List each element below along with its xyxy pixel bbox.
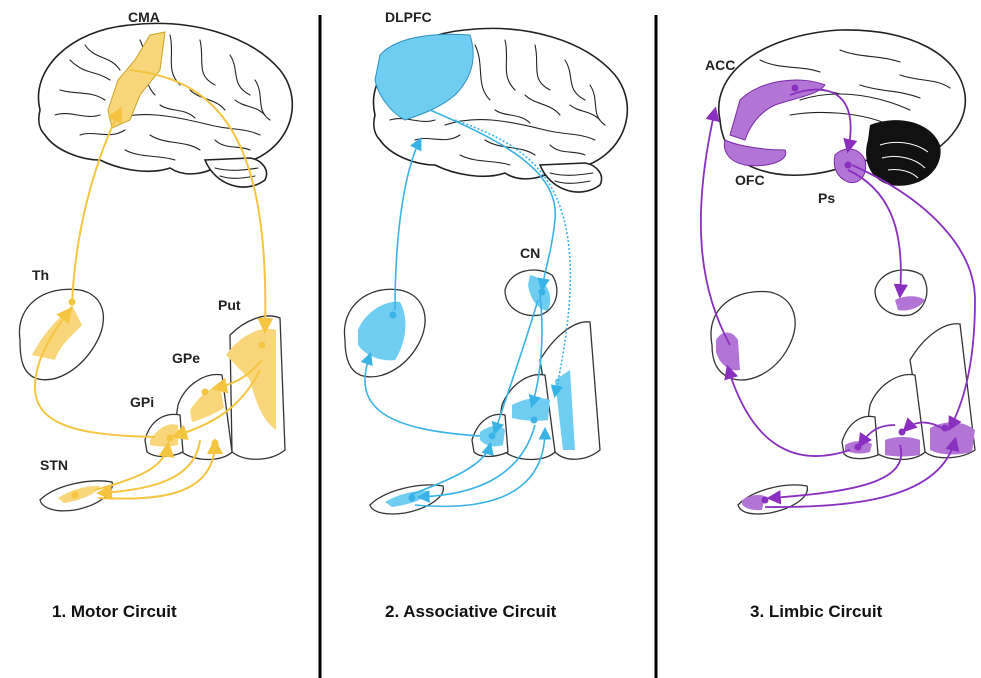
ps-label: Ps — [818, 190, 835, 206]
associative-circuit-caption: 2. Associative Circuit — [385, 602, 557, 621]
motor-node — [69, 299, 76, 306]
motor-circuit-panel: CMA Th Put — [19, 9, 292, 621]
limbic-node — [942, 425, 949, 432]
motor-circuit-caption: 1. Motor Circuit — [52, 602, 177, 621]
motor-node — [202, 389, 209, 396]
assoc-thalamus-to-cortex-path — [395, 140, 420, 310]
assoc-node — [539, 289, 546, 296]
limbic-node — [762, 497, 769, 504]
associative-circuit-panel: DLPFC CN 2. — [344, 9, 627, 621]
gpe-label: GPe — [172, 350, 200, 366]
assoc-node — [489, 433, 496, 440]
gpi-label: GPi — [130, 394, 154, 410]
motor-node — [259, 342, 266, 349]
limbic-gpi-to-thalamus-path — [728, 368, 850, 456]
assoc-node — [531, 417, 538, 424]
limbic-node — [899, 429, 906, 436]
dlpfc-label: DLPFC — [385, 9, 432, 25]
putamen-label: Put — [218, 297, 241, 313]
assoc-node — [409, 495, 416, 502]
lateral-brain-illustration — [38, 23, 292, 187]
limbic-node — [792, 85, 799, 92]
assoc-node — [390, 312, 397, 319]
motor-node — [72, 492, 79, 499]
cma-label: CMA — [128, 9, 160, 25]
ofc-label: OFC — [735, 172, 765, 188]
thalamus-label: Th — [32, 267, 49, 283]
caudate-label: CN — [520, 245, 540, 261]
limbic-circuit-panel: ACC OFC Ps — [701, 30, 975, 621]
acc-label: ACC — [705, 57, 735, 73]
limbic-node — [855, 444, 862, 451]
limbic-node — [845, 162, 852, 169]
motor-node — [212, 440, 219, 447]
stn-label: STN — [40, 457, 68, 473]
gpe-fill — [885, 437, 920, 457]
motor-node — [167, 435, 174, 442]
limbic-circuit-caption: 3. Limbic Circuit — [750, 602, 883, 621]
